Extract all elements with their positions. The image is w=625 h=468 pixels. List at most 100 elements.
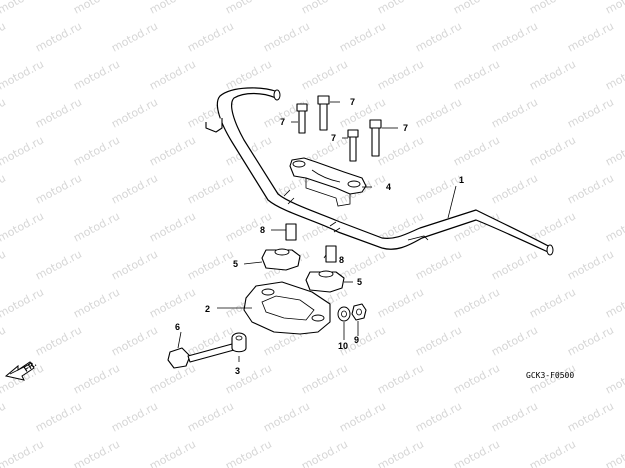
callout-9: 9 [354, 335, 359, 345]
watermark-text: motod.ru [261, 19, 312, 54]
watermark-text: motod.ru [451, 437, 502, 468]
washer [337, 306, 351, 322]
watermark-text: motod.ru [375, 0, 426, 17]
watermark-text: motod.ru [109, 19, 160, 54]
watermark-text: motod.ru [71, 0, 122, 17]
lower-holder-right [305, 245, 345, 293]
watermark-text: motod.ru [109, 323, 160, 358]
watermark-text: motod.ru [375, 361, 426, 396]
watermark-text: motod.ru [223, 437, 274, 468]
holder-base-plate [243, 281, 331, 335]
bolt-7a [296, 103, 308, 134]
watermark-text: motod.ru [33, 19, 84, 54]
watermark-text: motod.ru [33, 399, 84, 434]
watermark-text: motod.ru [299, 57, 350, 92]
watermark-text: motod.ru [147, 209, 198, 244]
watermark-text: motod.ru [603, 0, 625, 17]
watermark-text: motod.ru [223, 361, 274, 396]
watermark-text: motod.ru [413, 323, 464, 358]
watermark-text: motod.ru [147, 285, 198, 320]
callout-7-top: 7 [350, 97, 355, 107]
watermark-text: motod.ru [603, 361, 625, 396]
watermark-text: motod.ru [109, 95, 160, 130]
watermark-text: motod.ru [565, 19, 616, 54]
watermark-text: motod.ru [0, 171, 8, 206]
callout-5-right: 5 [357, 277, 362, 287]
watermark-text: motod.ru [147, 57, 198, 92]
watermark-text: motod.ru [71, 285, 122, 320]
collar [231, 332, 247, 353]
watermark-text: motod.ru [71, 133, 122, 168]
callout-7-right: 7 [403, 123, 408, 133]
watermark-text: motod.ru [33, 323, 84, 358]
watermark-text: motod.ru [299, 437, 350, 468]
watermark-text: motod.ru [0, 95, 8, 130]
watermark-text: motod.ru [185, 19, 236, 54]
watermark-text: motod.ru [223, 209, 274, 244]
watermark-text: motod.ru [375, 133, 426, 168]
watermark-text: motod.ru [0, 437, 46, 468]
watermark-text: motod.ru [603, 209, 625, 244]
watermark-text: motod.ru [147, 437, 198, 468]
watermark-text: motod.ru [109, 171, 160, 206]
watermark-text: motod.ru [413, 171, 464, 206]
watermark-text: motod.ru [71, 437, 122, 468]
watermark-text: motod.ru [375, 437, 426, 468]
watermark-text: motod.ru [0, 209, 46, 244]
watermark-text: motod.ru [0, 57, 46, 92]
bolt-7b [317, 95, 330, 131]
watermark-text: motod.ru [0, 323, 8, 358]
callout-2: 2 [205, 304, 210, 314]
watermark-text: motod.ru [109, 399, 160, 434]
callout-5-left: 5 [233, 259, 238, 269]
callout-6: 6 [175, 322, 180, 332]
watermark-text: motod.ru [489, 95, 540, 130]
watermark-text: motod.ru [299, 361, 350, 396]
watermark-text: motod.ru [0, 133, 46, 168]
watermark-text: motod.ru [185, 171, 236, 206]
watermark-text: motod.ru [147, 133, 198, 168]
callout-8-left: 8 [260, 225, 265, 235]
watermark-text: motod.ru [451, 133, 502, 168]
watermark-text: motod.ru [71, 57, 122, 92]
watermark-text: motod.ru [489, 19, 540, 54]
callout-8-right: 8 [339, 255, 344, 265]
watermark-text: motod.ru [261, 399, 312, 434]
callout-7-middle: 7 [331, 133, 336, 143]
watermark-text: motod.ru [413, 247, 464, 282]
watermark-text: motod.ru [565, 399, 616, 434]
watermark-text: motod.ru [109, 247, 160, 282]
watermark-text: motod.ru [527, 0, 578, 17]
long-bolt [167, 343, 235, 369]
watermark-text: motod.ru [451, 57, 502, 92]
watermark-text: motod.ru [223, 0, 274, 17]
watermark-text: motod.ru [337, 19, 388, 54]
watermark-text: motod.ru [413, 19, 464, 54]
lower-holder-left [261, 223, 301, 271]
watermark-text: motod.ru [33, 247, 84, 282]
watermark-text: motod.ru [0, 399, 8, 434]
watermark-text: motod.ru [33, 95, 84, 130]
watermark-text: motod.ru [337, 399, 388, 434]
watermark-text: motod.ru [337, 247, 388, 282]
handlebar [205, 87, 554, 256]
watermark-text: motod.ru [527, 285, 578, 320]
callout-3: 3 [235, 366, 240, 376]
watermark-text: motod.ru [0, 19, 8, 54]
callout-7-left: 7 [280, 117, 285, 127]
upper-holder [289, 157, 367, 207]
watermark-text: motod.ru [603, 437, 625, 468]
watermark-text: motod.ru [489, 323, 540, 358]
watermark-text: motod.ru [565, 247, 616, 282]
watermark-text: motod.ru [0, 247, 8, 282]
watermark-text: motod.ru [451, 0, 502, 17]
watermark-text: motod.ru [0, 285, 46, 320]
watermark-text: motod.ru [565, 323, 616, 358]
watermark-text: motod.ru [71, 361, 122, 396]
watermark-text: motod.ru [375, 285, 426, 320]
watermark-text: motod.ru [527, 133, 578, 168]
watermark-text: motod.ru [185, 399, 236, 434]
bolt-7d [369, 119, 382, 157]
diagram-code: GCK3-F0500 [526, 371, 574, 380]
